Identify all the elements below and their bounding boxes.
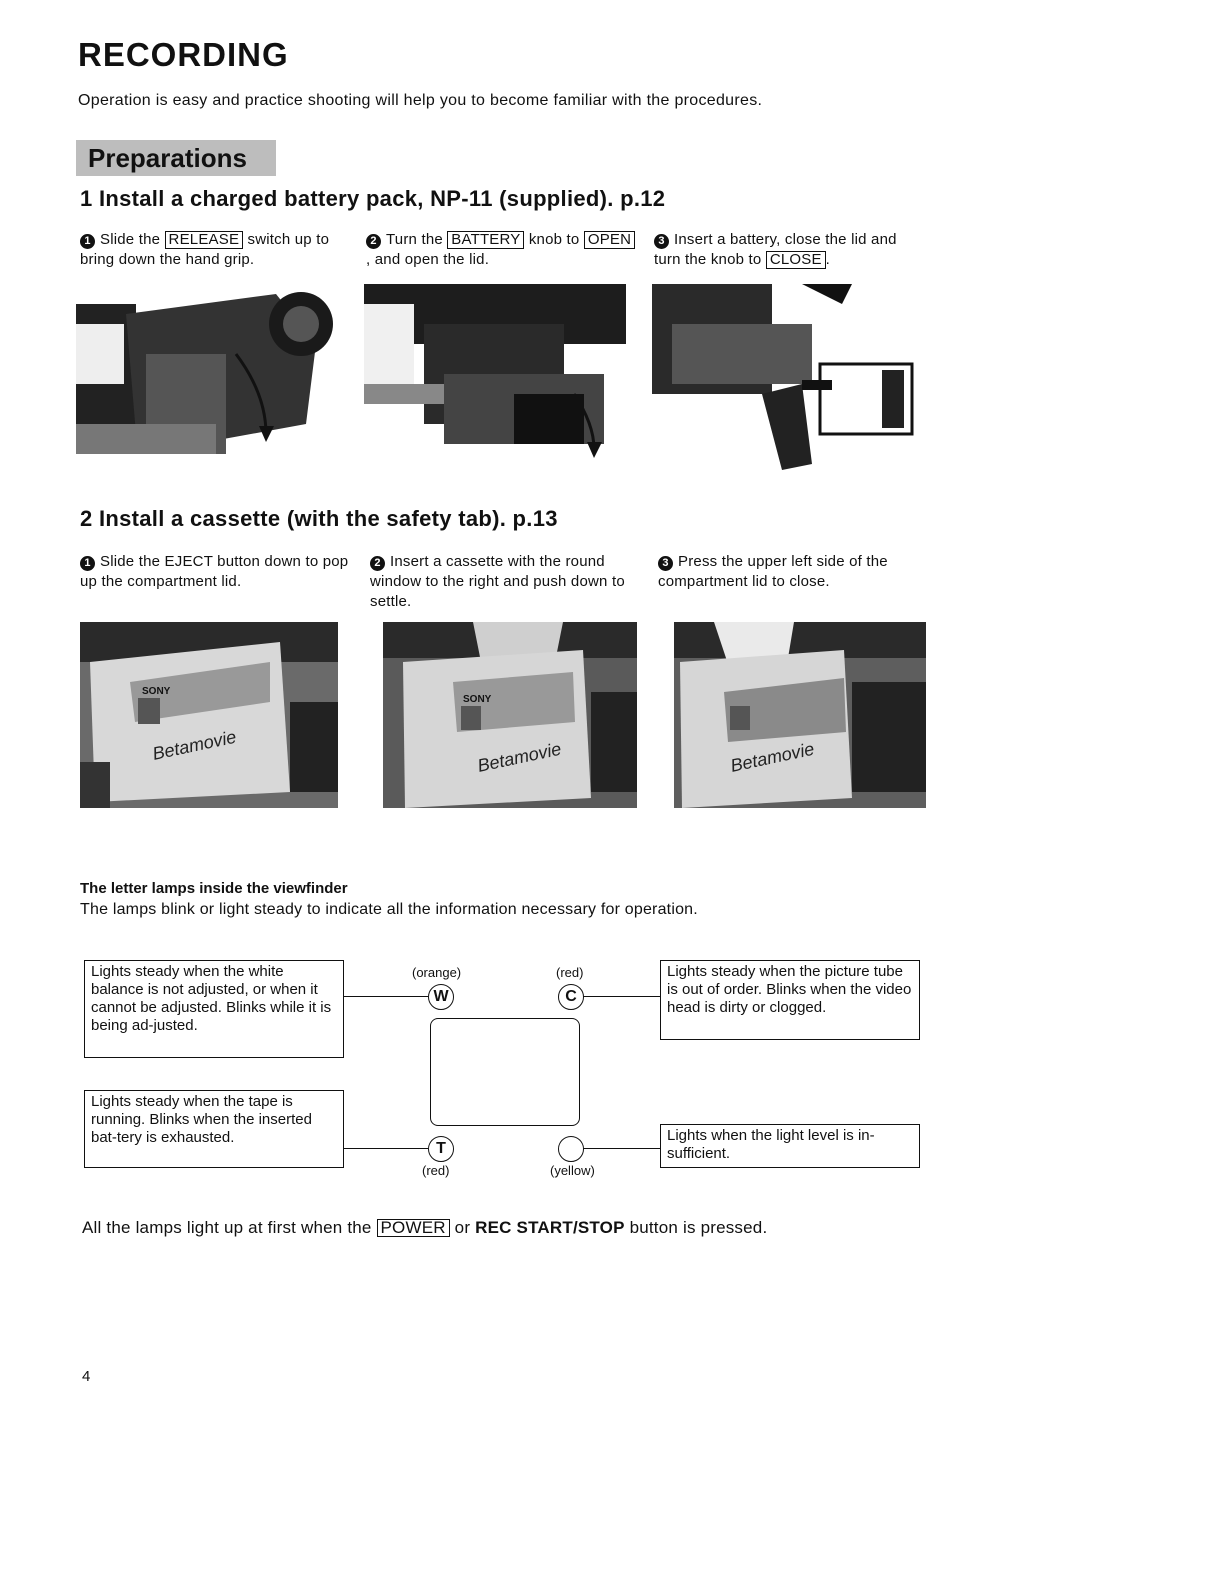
battery-key-label: BATTERY (447, 231, 525, 249)
photo-eject-lid: SONY Betamovie (80, 622, 338, 808)
photo-release-switch (76, 284, 338, 466)
lamp-y-color: (yellow) (550, 1163, 595, 1178)
lamp-w-indicator: W (428, 984, 454, 1010)
section-heading-preparations: Preparations (76, 140, 276, 176)
lamp-y-description: Lights when the light level is in-suffic… (660, 1124, 920, 1168)
viewfinder-screen (430, 1018, 580, 1126)
photo-brand-label: SONY (463, 694, 492, 705)
rec-start-stop-label: REC START/STOP (475, 1218, 625, 1237)
page-title: RECORDING (78, 36, 289, 73)
release-key-label: RELEASE (164, 231, 244, 249)
connector-line-t (344, 1148, 428, 1149)
viewfinder-body: The lamps blink or light steady to indic… (80, 901, 698, 918)
photo-brand-label: SONY (142, 686, 171, 697)
connector-line-c (582, 996, 660, 997)
lamp-c-indicator: C (558, 984, 584, 1010)
step-number-badge: 2 (370, 556, 385, 571)
power-key-label: POWER (376, 1219, 450, 1237)
page-number: 4 (82, 1368, 91, 1385)
lamp-t-description: Lights steady when the tape is running. … (84, 1090, 344, 1168)
lamp-c-description: Lights steady when the picture tube is o… (660, 960, 920, 1040)
connector-line-w (344, 996, 428, 997)
photo-battery-knob (364, 284, 626, 466)
lamp-w-color: (orange) (412, 965, 462, 980)
eject-key-label: EJECT (164, 553, 213, 570)
step-number-badge: 1 (80, 556, 95, 571)
close-key-label: CLOSE (765, 251, 826, 269)
lamp-t-color: (red) (422, 1163, 450, 1178)
lamp-t-indicator: T (428, 1136, 454, 1162)
step-number-badge: 2 (366, 234, 381, 249)
open-key-label: OPEN (583, 231, 636, 249)
step1-heading: 1 Install a charged battery pack, NP-11 … (80, 186, 666, 211)
step-number-badge: 3 (654, 234, 669, 249)
photo-insert-cassette: SONY Betamovie (383, 622, 637, 808)
step-number-badge: 1 (80, 234, 95, 249)
lamp-w-description: Lights steady when the white balance is … (84, 960, 344, 1058)
photo-insert-battery (652, 284, 920, 470)
lamp-y-indicator (558, 1136, 584, 1162)
step2-heading: 2 Install a cassette (with the safety ta… (80, 506, 558, 531)
intro-text: Operation is easy and practice shooting … (78, 92, 763, 109)
power-note: All the lamps light up at first when the… (82, 1218, 768, 1237)
connector-line-y (582, 1148, 660, 1149)
lamp-c-color: (red) (556, 965, 584, 980)
viewfinder-title: The letter lamps inside the viewfinder (80, 880, 348, 897)
photo-close-lid: Betamovie (674, 622, 926, 808)
step-number-badge: 3 (658, 556, 673, 571)
